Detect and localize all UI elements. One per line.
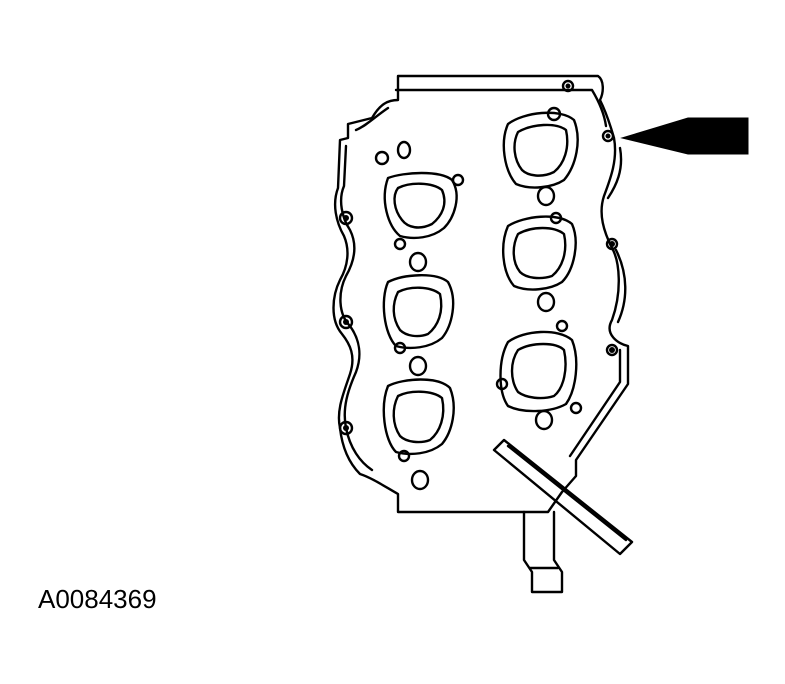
pointer-arrow: [620, 117, 749, 155]
left-port-1-inner: [393, 182, 446, 229]
bottom-fitting: [522, 510, 564, 594]
right-port-3-inner: [510, 342, 567, 400]
gasket-outline: [332, 74, 630, 514]
figure-id-label: A0084369: [38, 584, 157, 614]
left-port-3-inner: [392, 390, 445, 444]
right-port-1: [502, 111, 579, 189]
left-port-2: [382, 274, 455, 350]
left-port-1: [383, 171, 458, 240]
left-port-3: [382, 378, 455, 456]
right-port-1-inner: [513, 123, 569, 177]
left-port-2-inner: [392, 286, 443, 338]
coolant-tube: [492, 438, 634, 556]
right-port-2: [502, 215, 577, 291]
right-port-2-inner: [512, 226, 567, 280]
